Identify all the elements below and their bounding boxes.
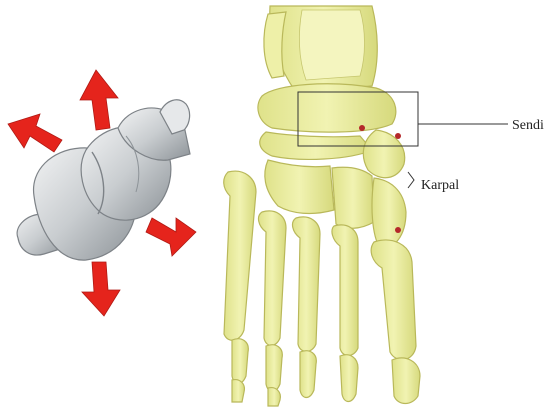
joint-label: Sendi: [512, 118, 544, 134]
foot-skeleton: [224, 6, 420, 406]
arrow-down-icon: [82, 262, 120, 316]
arrow-left-icon: [8, 114, 62, 152]
joint-marker-1: [359, 125, 365, 131]
arrow-right-icon: [146, 218, 196, 256]
joint-marker-3: [395, 227, 401, 233]
arrow-up-icon: [80, 70, 118, 130]
joint-marker-2: [395, 133, 401, 139]
karpal-bracket: [408, 172, 414, 188]
carpal-label: Karpal: [421, 178, 459, 194]
